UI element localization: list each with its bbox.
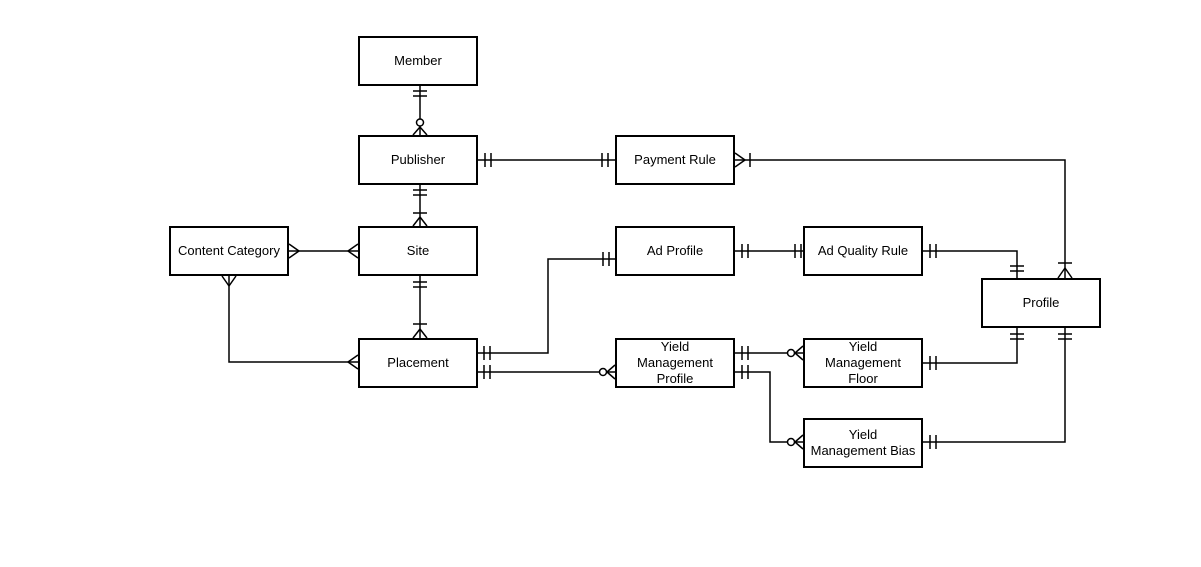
entity-yield-management-bias: Yield Management Bias: [803, 418, 923, 468]
entity-ad-profile: Ad Profile: [615, 226, 735, 276]
entity-label: Ad Profile: [646, 243, 704, 258]
relationship-ad-quality-rule-profile: [923, 244, 1024, 278]
zero-or-many-icon: [412, 118, 428, 136]
zero-or-many-icon: [786, 434, 804, 450]
one-and-only-one-icon: [1058, 333, 1072, 340]
many-crows-foot-icon: [347, 243, 359, 259]
entity-label: Yield Management Bias: [810, 427, 916, 458]
entity-placement: Placement: [358, 338, 478, 388]
one-and-only-one-icon: [484, 153, 492, 167]
one-or-many-icon: [412, 212, 428, 227]
entity-content-category: Content Category: [169, 226, 289, 276]
one-or-many-icon: [412, 323, 428, 339]
relationship-publisher-payment-rule: [478, 153, 615, 167]
one-or-many-icon: [1057, 262, 1073, 279]
one-and-only-one-icon: [1010, 333, 1024, 340]
entity-member: Member: [358, 36, 478, 86]
one-or-many-icon: [734, 152, 751, 168]
one-and-only-one-icon: [929, 356, 937, 370]
one-and-only-one-icon: [483, 365, 491, 379]
many-crows-foot-icon: [288, 243, 300, 259]
one-and-only-one-icon: [601, 153, 609, 167]
many-crows-foot-icon: [347, 354, 359, 370]
one-and-only-one-icon: [929, 244, 937, 258]
one-and-only-one-icon: [1010, 265, 1024, 272]
entity-label: Ad Quality Rule: [817, 243, 909, 258]
entity-yield-management-floor: Yield Management Floor: [803, 338, 923, 388]
one-and-only-one-icon: [794, 244, 802, 258]
relationship-placement-ad-profile: [478, 252, 615, 360]
entity-label: Yield Management Profile: [637, 339, 713, 386]
one-and-only-one-icon: [741, 346, 749, 360]
entity-label: Publisher: [390, 152, 446, 167]
zero-or-many-icon: [786, 345, 804, 361]
zero-or-many-icon: [598, 364, 616, 380]
entity-label: Yield Management Floor: [825, 339, 901, 386]
relationship-yield-management-profile-floor: [735, 345, 804, 361]
entity-profile: Profile: [981, 278, 1101, 328]
relationship-publisher-site: [412, 185, 428, 227]
one-and-only-one-icon: [413, 281, 427, 288]
relationship-member-publisher: [412, 86, 428, 136]
one-and-only-one-icon: [741, 365, 749, 379]
entity-label: Payment Rule: [634, 152, 716, 167]
relationship-ad-profile-ad-quality-rule: [735, 244, 803, 258]
relationship-yield-management-bias-profile: [923, 328, 1072, 449]
one-and-only-one-icon: [413, 90, 427, 97]
relationship-site-placement: [412, 276, 428, 339]
entity-ad-quality-rule: Ad Quality Rule: [803, 226, 923, 276]
relationship-content-category-placement: [221, 275, 359, 370]
entity-yield-management-profile: Yield Management Profile: [615, 338, 735, 388]
relationship-yield-management-profile-bias: [735, 365, 804, 450]
relationship-content-category-site: [288, 243, 359, 259]
entity-payment-rule: Payment Rule: [615, 135, 735, 185]
entity-label: Member: [394, 53, 442, 68]
relationship-payment-rule-profile: [734, 152, 1073, 279]
entity-label: Content Category: [178, 243, 280, 258]
relationship-yield-management-floor-profile: [923, 328, 1024, 370]
one-and-only-one-icon: [413, 189, 427, 196]
relationship-placement-yield-management-profile: [478, 364, 616, 380]
one-and-only-one-icon: [602, 252, 610, 266]
entity-publisher: Publisher: [358, 135, 478, 185]
entity-label: Site: [406, 243, 430, 258]
many-crows-foot-icon: [221, 275, 237, 287]
one-and-only-one-icon: [741, 244, 749, 258]
entity-label: Placement: [387, 355, 449, 370]
entity-label: Profile: [1022, 295, 1060, 310]
one-and-only-one-icon: [483, 346, 491, 360]
one-and-only-one-icon: [929, 435, 937, 449]
entity-site: Site: [358, 226, 478, 276]
